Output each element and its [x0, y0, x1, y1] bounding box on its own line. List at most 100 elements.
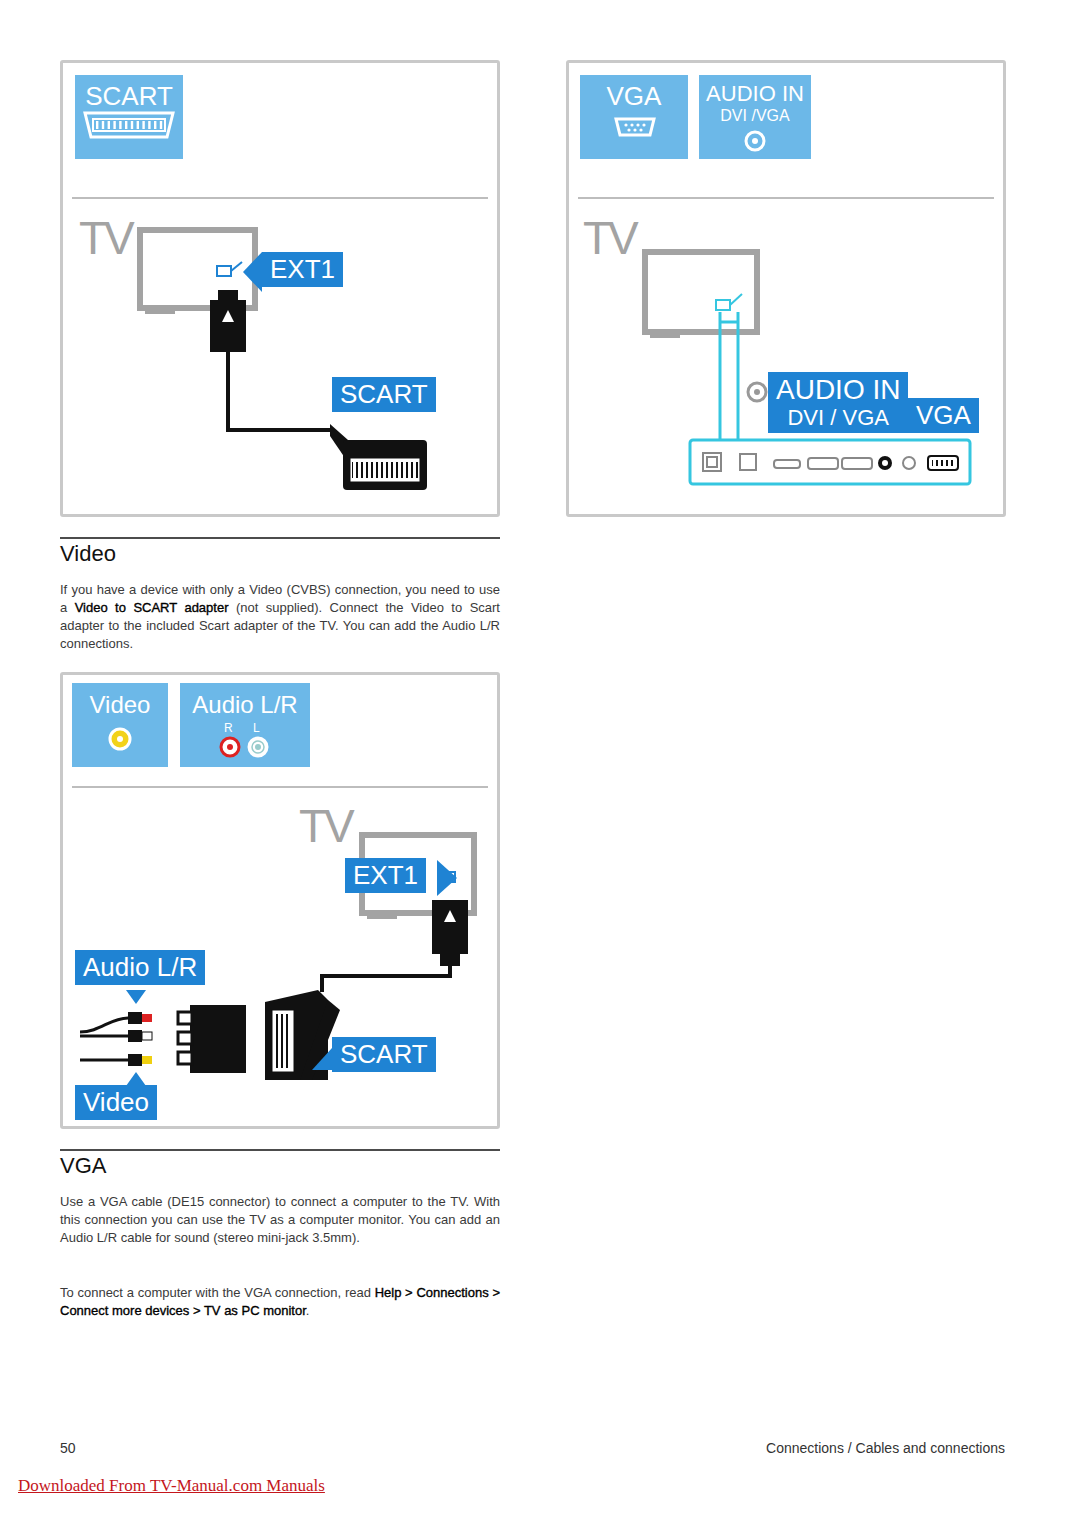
art-line: [730, 294, 742, 305]
art-rect: [137, 121, 139, 129]
art-rect: [441, 872, 455, 882]
art-rect: [343, 440, 427, 490]
port-name: AUDIO IN: [699, 75, 811, 107]
art-path: [85, 113, 173, 137]
art-rect: [128, 1012, 142, 1024]
art-rect: [140, 230, 255, 308]
art-polygon: [444, 910, 456, 922]
art-circle: [255, 744, 261, 750]
art-rect: [272, 1010, 294, 1072]
art-path: [737, 312, 740, 440]
art-rect: [350, 458, 420, 482]
art-rect: [178, 1032, 192, 1044]
art-path: [322, 966, 450, 992]
body-text: To connect a computer with the VGA conne…: [60, 1285, 371, 1300]
connection-panel: TVSCARTEXT1SCART: [60, 60, 500, 517]
art-rect: [928, 456, 958, 470]
art-rect: [108, 121, 110, 129]
art-circle: [636, 123, 639, 126]
section-heading: Video: [60, 541, 116, 567]
port-name: Video: [83, 1088, 149, 1117]
art-rect: [125, 121, 127, 129]
art-rect: [102, 121, 104, 129]
art-path: [720, 321, 738, 324]
art-polygon: [243, 252, 262, 292]
art-line: [72, 786, 488, 788]
device-label: TV: [299, 803, 352, 849]
port-callout: SCART: [332, 1037, 436, 1072]
port-name: EXT1: [270, 255, 335, 284]
port-name: Video: [72, 683, 168, 719]
art-rect: [690, 440, 970, 484]
art-rect: [210, 300, 246, 352]
art-circle: [227, 744, 233, 750]
art-circle: [624, 123, 627, 126]
art-polygon: [222, 310, 234, 322]
art-rect: [154, 121, 156, 129]
art-circle: [754, 389, 760, 395]
art-g: [96, 121, 162, 129]
connection-panel: TVVGAAUDIO INDVI /VGAAUDIO INDVI / VGAVG…: [566, 60, 1006, 517]
art-circle: [748, 383, 766, 401]
art-circle: [903, 457, 915, 469]
art-rect: [774, 460, 800, 468]
port-name: R: [224, 721, 233, 735]
art-circle: [639, 128, 642, 131]
device-label: TV: [583, 215, 636, 261]
body-paragraph: Use a VGA cable (DE15 connector) to conn…: [60, 1193, 500, 1247]
art-path: [228, 352, 332, 430]
port-name: SCART: [340, 1040, 428, 1069]
art-circle: [117, 736, 123, 742]
body-text: .: [306, 1303, 310, 1318]
art-rect: [703, 453, 721, 471]
art-circle: [630, 123, 633, 126]
port-name: DVI / VGA: [776, 406, 900, 430]
connector-tile: Video: [72, 683, 168, 767]
art-circle: [882, 460, 888, 466]
port-callout: SCART: [332, 377, 436, 412]
menu-path: Video to SCART adapter: [75, 600, 229, 615]
art-circle: [110, 729, 130, 749]
art-rect: [128, 1030, 142, 1042]
connector-tile: VGA: [580, 75, 688, 159]
art-circle: [627, 128, 630, 131]
art-rect: [716, 300, 730, 310]
art-rect: [808, 458, 838, 469]
page-number: 50: [60, 1440, 76, 1456]
art-line: [367, 915, 397, 919]
port-callout: Video: [75, 1085, 157, 1120]
body-paragraph: If you have a device with only a Video (…: [60, 581, 500, 653]
art-path: [616, 119, 654, 135]
art-rect: [119, 121, 121, 129]
art-polygon: [312, 1048, 332, 1070]
art-rect: [707, 457, 717, 467]
art-rect: [217, 266, 231, 276]
art-line: [145, 310, 175, 314]
art-rect: [842, 458, 872, 469]
art-rect: [275, 1014, 291, 1068]
device-label: TV: [79, 215, 132, 261]
art-rect: [113, 121, 115, 129]
art-circle: [633, 128, 636, 131]
art-path: [80, 1059, 128, 1062]
port-callout: AUDIO INDVI / VGA: [768, 372, 908, 433]
art-rect: [142, 1014, 152, 1022]
art-rect: [160, 121, 162, 129]
art-circle: [249, 738, 267, 756]
art-line: [578, 197, 994, 199]
art-line: [231, 262, 242, 271]
art-path: [80, 1035, 128, 1038]
port-name: SCART: [340, 380, 428, 409]
port-name: DVI /VGA: [699, 107, 811, 125]
art-polygon: [437, 860, 457, 896]
port-callout: VGA: [908, 398, 979, 433]
section-heading: VGA: [60, 1153, 106, 1179]
art-rect: [142, 1056, 152, 1064]
art-rect: [142, 121, 144, 129]
art-circle: [752, 138, 758, 144]
connector-tile: Audio L/RRL: [180, 683, 310, 767]
art-rect: [93, 119, 165, 131]
port-name: SCART: [75, 75, 183, 112]
art-line: [650, 334, 680, 338]
